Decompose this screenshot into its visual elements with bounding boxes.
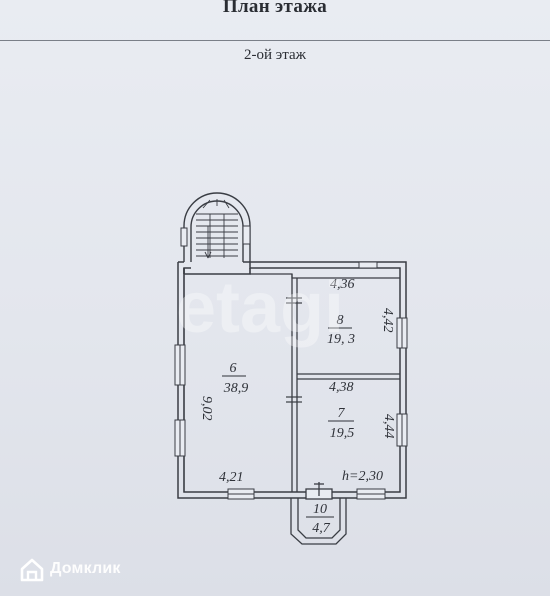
svg-text:10: 10 — [313, 502, 327, 517]
title-block: План этажа — [0, 0, 550, 44]
svg-text:4,7: 4,7 — [312, 521, 331, 536]
floor-label: 2-ой этаж — [244, 47, 306, 63]
domclick-logo-icon — [20, 558, 44, 582]
room-8-label: 8 19, 3 — [327, 313, 355, 347]
svg-text:7: 7 — [338, 406, 346, 421]
doors — [286, 297, 302, 403]
page-title: План этажа — [222, 0, 328, 17]
svg-text:6: 6 — [230, 361, 237, 376]
room7-height: 4,44 — [381, 414, 396, 439]
windows — [174, 261, 408, 500]
svg-text:8: 8 — [337, 313, 344, 328]
room6-width: 4,21 — [219, 470, 244, 485]
svg-text:19, 3: 19, 3 — [327, 332, 355, 347]
interior-walls — [291, 274, 400, 492]
room-7-label: 7 19,5 — [328, 406, 354, 441]
svg-text:38,9: 38,9 — [223, 381, 249, 396]
stair-windows — [180, 225, 251, 247]
room8-height: 4,42 — [380, 308, 395, 333]
staircase — [196, 199, 238, 259]
svg-text:etagi: etagi — [176, 268, 344, 348]
domclick-watermark-text: Домклик — [50, 560, 121, 577]
room-10-label: 10 4,7 — [306, 502, 334, 536]
room8-width: 4,36 — [330, 277, 355, 292]
room6-height: 9,02 — [199, 396, 214, 421]
title-divider — [0, 40, 550, 41]
room7-width: 4,38 — [329, 380, 354, 395]
ceiling-height: h=2,30 — [342, 469, 383, 484]
etagi-watermark: etagi — [176, 268, 344, 348]
room-6-label: 6 38,9 — [222, 361, 248, 396]
svg-text:19,5: 19,5 — [330, 426, 355, 441]
balcony — [290, 482, 347, 545]
